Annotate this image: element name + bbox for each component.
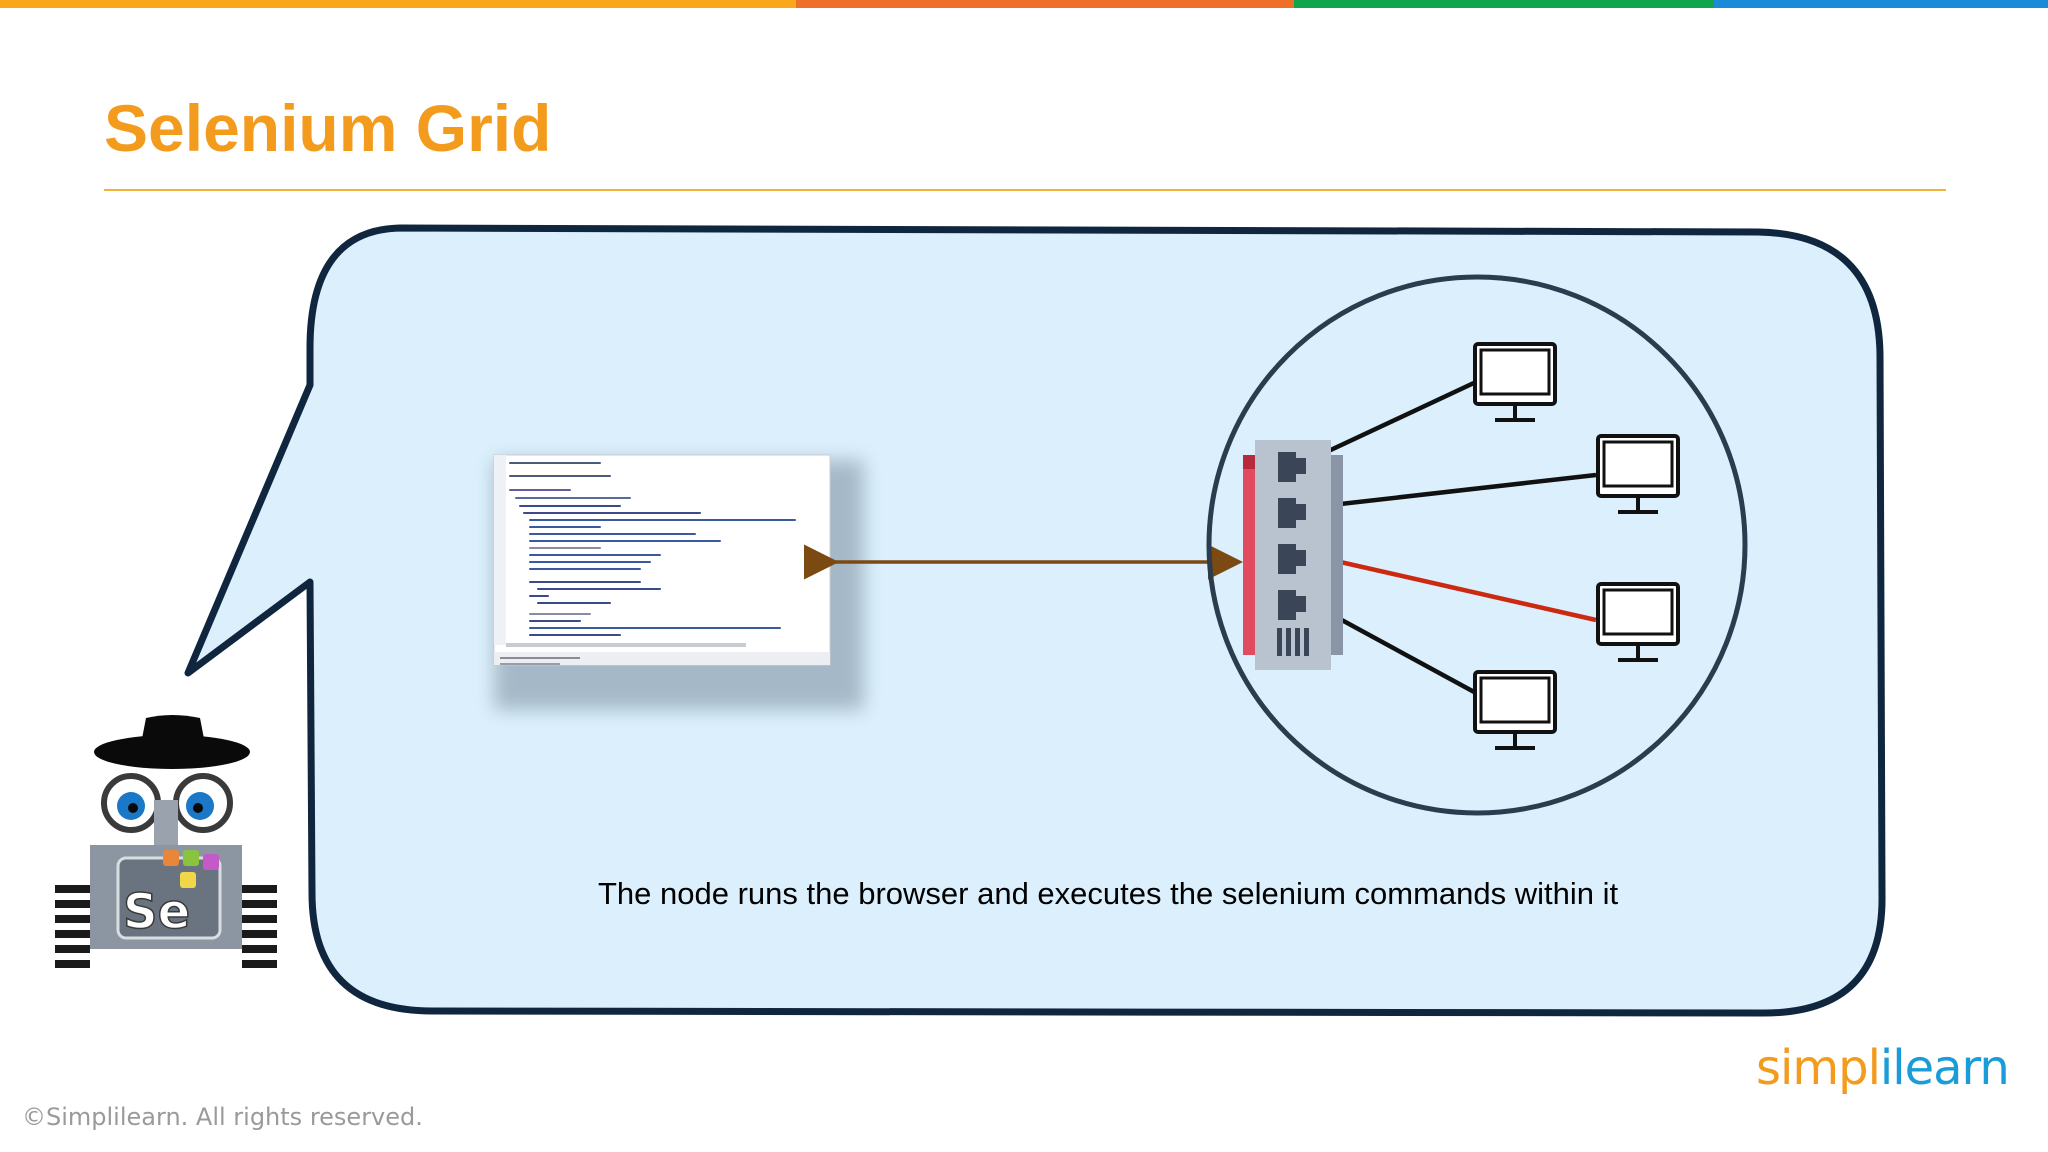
code-lines [509,462,796,636]
robot-left-tread [55,885,90,968]
copyright-notice: ©Simplilearn. All rights reserved. [22,1103,423,1131]
hub-switch [1243,440,1343,670]
connection-node-3 [1304,551,1597,623]
top-bar-green [1294,0,1714,8]
top-bar-blue [1714,0,2048,8]
robot-hat-crown [140,715,206,749]
node-monitor-2 [1596,434,1680,514]
node-monitor-4 [1473,670,1557,750]
simplilearn-logo: simplilearn [1756,1040,2010,1096]
connection-node-1 [1304,379,1477,465]
grid-circle [1206,274,1748,816]
slide-caption: The node runs the browser and executes t… [598,876,1619,911]
slide-title: Selenium Grid [104,91,552,165]
top-bar-red [796,0,1294,8]
node-connections [1303,379,1597,695]
logo-part-1: simpl [1756,1040,1881,1096]
connection-node-2 [1304,472,1597,511]
speech-bubble [184,224,1886,1017]
robot-right-tread [242,885,277,968]
node-monitor-3 [1596,582,1680,662]
top-bar-orange [0,0,796,8]
selenium-logo-text: Se [123,884,190,940]
logo-part-2: ilearn [1879,1040,2010,1096]
code-editor-thumbnail [493,454,864,710]
robot-hat-brim [94,735,250,769]
title-underline [104,189,1946,191]
top-color-bar [0,0,2048,8]
selenium-robot-mascot: Se [55,715,277,968]
node-monitor-1 [1473,342,1557,422]
